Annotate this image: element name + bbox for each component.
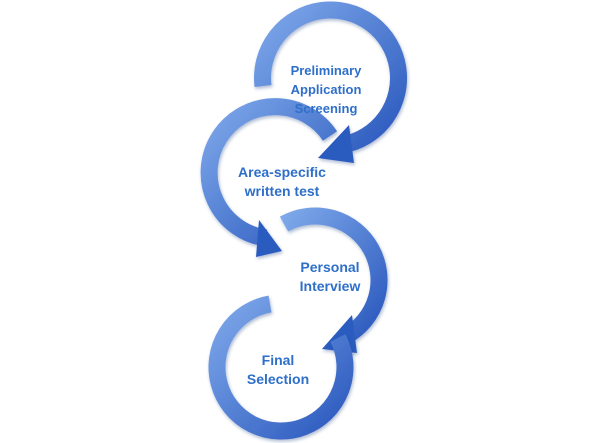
step-2-line-1: Area-specific [238,164,326,180]
step-3-line-1: Personal [300,259,360,275]
step-4-line-1: Final [261,352,295,368]
step-1-line-1: Preliminary [290,63,362,78]
cycle-arrow-2 [200,98,338,257]
step-4-line-2: Selection [246,371,310,387]
step-label-personal-interview: Personal Interview [280,258,380,296]
step-1-line-2: Application [290,82,362,97]
step-label-preliminary-application-screening: Preliminary Application Screening [276,61,376,118]
step-label-area-specific-written-test: Area-specific written test [226,163,338,201]
step-2-line-2: written test [244,183,320,199]
step-3-line-2: Interview [299,278,361,294]
step-label-final-selection: Final Selection [228,351,328,389]
step-1-line-3: Screening [294,101,358,116]
cycle-arrow-1 [254,1,408,163]
cycle-ring-4 [208,295,354,440]
